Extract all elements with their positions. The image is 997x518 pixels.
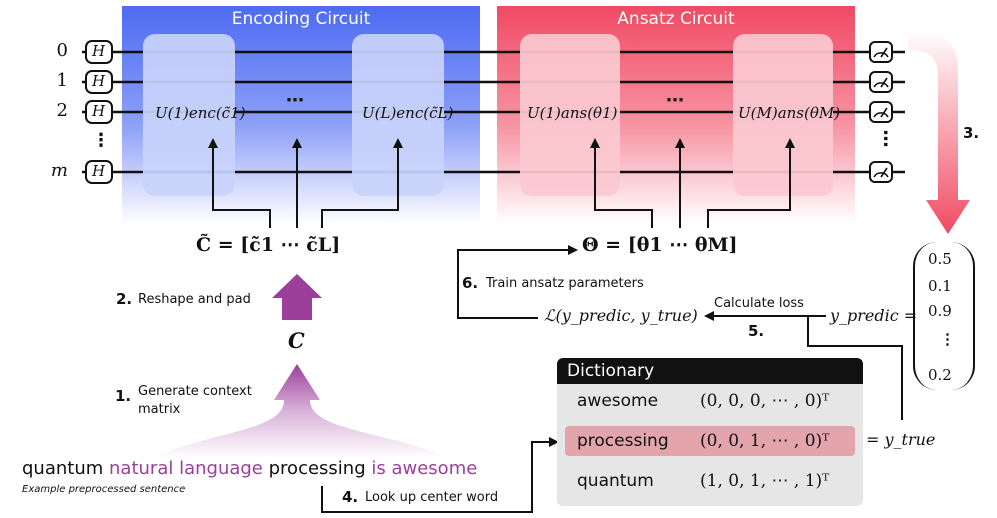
step-5-number: 5. [748,322,765,340]
step-1-number: 1. [115,387,132,405]
context-matrix-symbol: C [288,328,305,353]
measurement-label: Measurement [922,81,940,184]
y-predic-value-4: 0.2 [928,366,952,384]
measurement-gates [869,41,893,183]
ans-gate-M-box [733,34,833,196]
dictionary-word: processing [577,431,669,451]
theta-expression: Θ = [θ1 ⋯ θM] [582,234,738,256]
qubit-label-0: 0 [56,40,68,61]
c-tilde-expression: C̃ = [c̃1 ⋯ c̃L] [196,234,341,256]
hadamard-label-0: H [92,42,106,60]
dictionary-row-processing: processing (0, 0, 1, ⋯ , 0)ᵀ [565,426,855,456]
context-arrow [150,364,450,458]
step-2-text: Reshape and pad [138,292,251,307]
dictionary-word: awesome [577,391,659,411]
enc-gate-dots: ⋯ [286,90,304,111]
qubit-label-2: 2 [56,100,68,121]
ansatz-circuit-title: Ansatz Circuit [617,9,735,29]
dictionary-row-quantum: quantum (1, 0, 1, ⋯ , 1)ᵀ [565,466,855,496]
step-1-text-b: matrix [138,402,181,417]
example-sentence: quantum natural language processing is a… [22,458,477,479]
hadamard-label-1: H [92,72,106,90]
reshape-arrow [272,274,322,320]
sentence-word-quantum: quantum [22,458,104,479]
qubit-label-1: 1 [56,70,68,91]
ans-gate-dots: ⋯ [666,90,684,111]
y-predic-value-0: 0.5 [928,250,952,268]
dictionary-row-awesome: awesome (0, 0, 0, ⋯ , 0)ᵀ [565,386,855,416]
step-3-number: 3. [963,124,980,142]
loss-expression: ℒ(y_predic, y_true) [544,306,698,325]
ans-gate-M-label: U(M)ans(θM) [738,104,841,122]
y-true-label: = y_true [866,430,936,449]
measurement-arrow [908,30,970,234]
qubit-label-m: m [50,160,68,181]
sentence-center-word: processing [268,458,366,479]
enc-gate-L-box [352,34,444,196]
sentence-context-right: is awesome [371,458,478,479]
dictionary-panel: Dictionary awesome (0, 0, 0, ⋯ , 0)ᵀ pro… [557,358,863,506]
hadamard-label-2: H [92,102,106,120]
step-6-text: Train ansatz parameters [486,276,644,291]
dictionary-vector: (0, 0, 1, ⋯ , 0)ᵀ [700,431,830,451]
dictionary-vector: (0, 0, 0, ⋯ , 0)ᵀ [700,391,830,411]
step-4-number: 4. [342,488,359,506]
dictionary-vector: (1, 0, 1, ⋯ , 1)ᵀ [700,471,830,491]
encoding-circuit-title: Encoding Circuit [231,9,371,29]
enc-gate-1-label: U(1)enc(c̃1) [155,104,246,122]
dictionary-word: quantum [577,471,654,491]
y-predic-value-dots: ⋮ [940,330,955,348]
y-predic-value-2: 0.9 [928,302,952,320]
sentence-caption: Example preprocessed sentence [22,484,186,495]
step-6-number: 6. [462,274,479,292]
ans-gate-1-label: U(1)ans(θ1) [527,104,618,122]
y-predic-parens [913,242,975,390]
step-1: 1. [115,386,131,405]
dictionary-title: Dictionary [557,358,863,384]
step-2-number: 2. [116,290,133,308]
step-5-text: Calculate loss [714,296,804,311]
y-predic-label: y_predic = [830,306,918,325]
step-1-text-a: Generate context [138,384,252,399]
hadamard-gates [85,40,113,184]
qubit-vdots: ⋮ [92,130,110,151]
hadamard-label-m: H [92,162,106,180]
y-predic-value-1: 0.1 [928,277,952,295]
step-4-text: Look up center word [365,490,499,505]
enc-gate-L-label: U(L)enc(c̃L) [362,104,454,122]
sentence-context-left: natural language [109,458,263,479]
meas-vdots: ⋯ [874,129,896,148]
